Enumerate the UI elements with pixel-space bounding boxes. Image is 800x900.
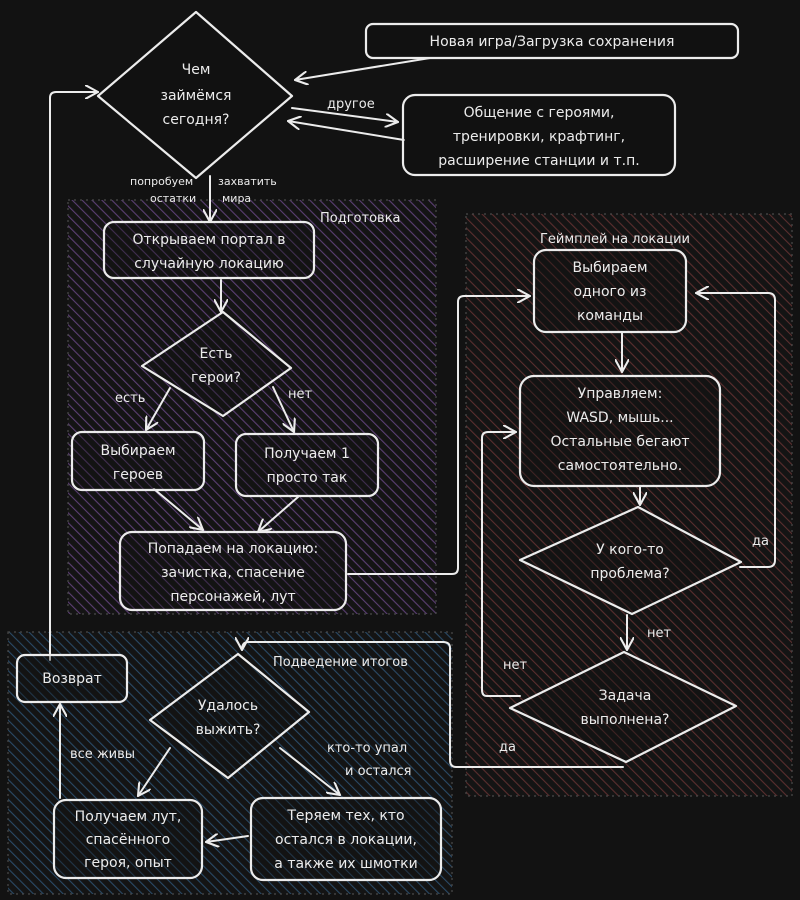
node-choose-heroes-line: героев — [113, 467, 163, 483]
edge-survived-all-alive — [138, 747, 171, 796]
node-choose-one-line: одного из — [574, 284, 647, 300]
node-arrive-line: зачистка, спасение — [161, 565, 305, 581]
node-return[interactable]: Возврат — [15, 653, 129, 704]
node-get-one-line: Получаем 1 — [264, 446, 350, 462]
node-survived-line: Удалось — [198, 698, 258, 714]
label-try-2: остатки — [150, 192, 196, 205]
node-arrive-line: Попадаем на локацию: — [148, 541, 319, 557]
node-choose-heroes-line: Выбираем — [100, 443, 175, 459]
node-lose[interactable]: Теряем тех, кто остался в локации, а так… — [249, 796, 443, 882]
node-lose-line: остался в локации, — [275, 832, 417, 848]
edges — [49, 57, 776, 842]
node-choose-one-line: Выбираем — [572, 260, 647, 276]
node-problem[interactable]: У кого-то проблема? — [518, 505, 743, 616]
edge-start-to-decision — [295, 57, 431, 80]
node-control-line: WASD, мышь... — [566, 410, 673, 426]
node-control-line: Управляем: — [578, 386, 663, 402]
label-problem-yes: да — [752, 534, 769, 549]
node-have-heroes-line: Есть — [200, 346, 233, 362]
edge-return-to-decision — [49, 92, 98, 661]
edge-heroes-to-choose — [146, 387, 171, 430]
region-preparation: Подготовка — [67, 199, 437, 615]
node-control-line: Остальные бегают — [550, 434, 689, 450]
label-capture-2: мира — [222, 192, 251, 205]
node-task-done-line: Задача — [599, 688, 652, 704]
edge-heroes-to-get-one — [272, 386, 294, 432]
node-choose-one[interactable]: Выбираем одного из команды — [532, 248, 688, 334]
edge-arrive-to-choose-one — [347, 296, 530, 575]
node-arrive-line: персонажей, лут — [170, 589, 295, 605]
node-other-line: Общение с героями, — [464, 105, 615, 121]
node-lose-line: Теряем тех, кто — [286, 808, 404, 824]
node-what-today[interactable]: Чем займёмся сегодня? — [96, 10, 294, 180]
edge-get-one-to-arrive — [258, 496, 299, 532]
node-other-line: тренировки, крафтинг, — [453, 129, 625, 145]
node-choose-one-line: команды — [577, 308, 643, 324]
region-summary-title: Подведение итогов — [273, 655, 408, 670]
node-what-today-line: сегодня? — [163, 112, 230, 128]
node-start[interactable]: Новая игра/Загрузка сохранения — [364, 22, 740, 60]
edge-labels: другое попробуем остатки захватить мира … — [70, 97, 769, 779]
node-problem-line: проблема? — [590, 566, 669, 582]
node-survived[interactable]: Удалось выжить? — [148, 652, 311, 780]
node-have-heroes[interactable]: Есть герои? — [140, 310, 293, 418]
edge-other-to-decision — [288, 121, 405, 141]
node-lose-line: а также их шмотки — [274, 856, 417, 872]
edge-decision-to-other — [291, 107, 398, 122]
node-survived-line: выжить? — [196, 722, 261, 738]
node-start-text: Новая игра/Загрузка сохранения — [430, 34, 675, 50]
region-gameplay: Геймплей на локации — [465, 213, 793, 797]
label-other: другое — [327, 97, 375, 112]
node-choose-heroes[interactable]: Выбираем героев — [70, 430, 206, 492]
label-heroes-no: нет — [288, 387, 312, 402]
edge-survived-someone-fell — [279, 747, 340, 795]
node-arrive[interactable]: Попадаем на локацию: зачистка, спасение … — [118, 530, 348, 612]
node-control[interactable]: Управляем: WASD, мышь... Остальные бегаю… — [518, 374, 722, 488]
node-task-done-line: выполнена? — [581, 712, 670, 728]
label-try-1: попробуем — [130, 175, 193, 188]
edge-lose-to-loot — [206, 836, 249, 842]
node-other-line: расширение станции и т.п. — [438, 153, 639, 169]
node-return-text: Возврат — [42, 671, 102, 687]
node-what-today-line: Чем — [182, 62, 211, 78]
node-other-activities[interactable]: Общение с героями, тренировки, крафтинг,… — [401, 93, 677, 177]
edge-task-no — [481, 432, 521, 697]
label-heroes-yes: есть — [115, 391, 145, 406]
node-task-done[interactable]: Задача выполнена? — [508, 650, 738, 764]
node-have-heroes-line: герои? — [191, 370, 241, 386]
label-capture-1: захватить — [218, 175, 277, 188]
node-problem-line: У кого-то — [596, 542, 664, 558]
edge-task-yes — [242, 642, 624, 768]
node-open-portal[interactable]: Открываем портал в случайную локацию — [102, 220, 316, 280]
label-someone-fell-1: кто-то упал — [327, 741, 407, 756]
label-all-alive: все живы — [70, 747, 135, 762]
node-open-portal-line: случайную локацию — [134, 256, 284, 272]
node-get-loot-line: спасённого — [86, 832, 171, 848]
node-get-loot[interactable]: Получаем лут, спасённого героя, опыт — [52, 798, 204, 880]
edge-choose-to-arrive — [153, 488, 203, 530]
node-what-today-line: займёмся — [161, 88, 232, 104]
edge-problem-yes — [696, 293, 776, 568]
node-get-loot-line: героя, опыт — [84, 855, 172, 871]
node-control-line: самостоятельно. — [558, 458, 682, 474]
label-task-yes: да — [499, 740, 516, 755]
node-open-portal-line: Открываем портал в — [132, 232, 285, 248]
region-preparation-title: Подготовка — [320, 211, 401, 226]
label-problem-no: нет — [647, 626, 671, 641]
node-get-one-line: просто так — [267, 470, 348, 486]
node-get-loot-line: Получаем лут, — [75, 809, 182, 825]
region-gameplay-title: Геймплей на локации — [540, 232, 690, 247]
region-summary: Подведение итогов — [7, 631, 453, 895]
node-get-one[interactable]: Получаем 1 просто так — [234, 432, 380, 498]
label-someone-fell-2: и остался — [345, 764, 412, 779]
label-task-no: нет — [503, 658, 527, 673]
